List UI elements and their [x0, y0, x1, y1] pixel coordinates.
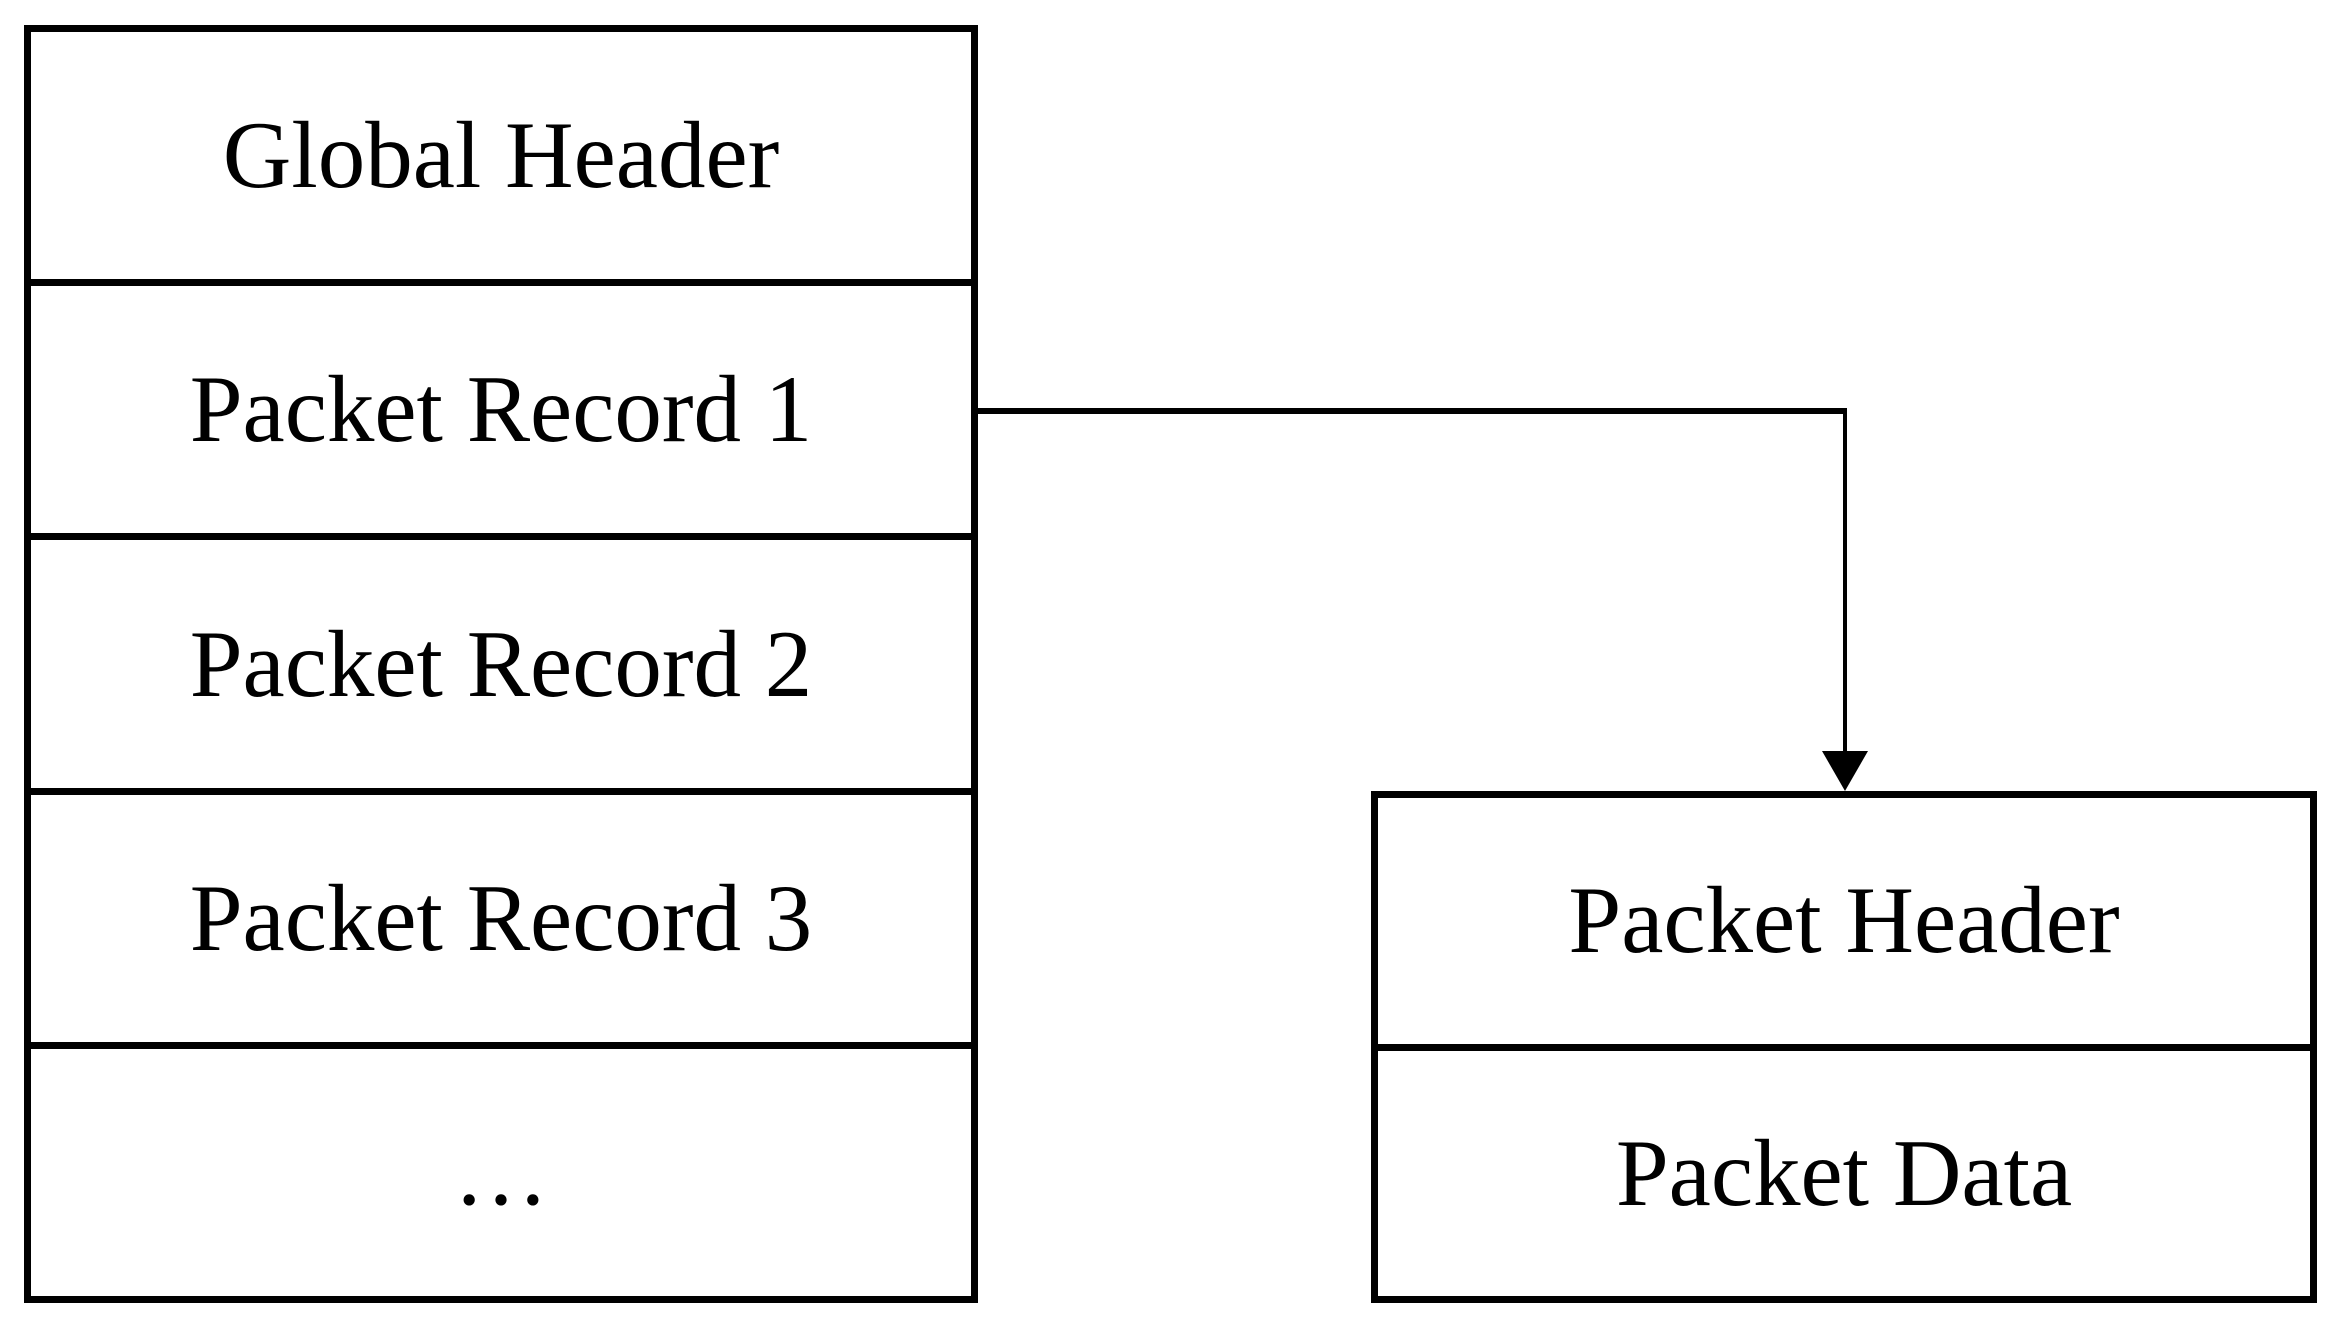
row-packet-header: Packet Header	[1378, 798, 2310, 1044]
row-global-header: Global Header	[31, 32, 971, 279]
row-label: Packet Header	[1568, 867, 2120, 974]
row-label: Global Header	[222, 102, 780, 209]
row-label: Packet Record 1	[189, 356, 813, 463]
row-packet-data: Packet Data	[1378, 1043, 2310, 1297]
row-label: …	[453, 1118, 549, 1225]
row-label: Packet Record 3	[189, 864, 813, 971]
packet-record-box: Packet Header Packet Data	[1371, 791, 2317, 1303]
row-packet-record-3: Packet Record 3	[31, 787, 971, 1042]
row-label: Packet Record 2	[189, 610, 813, 717]
row-packet-record-2: Packet Record 2	[31, 533, 971, 787]
arrowhead-icon	[1822, 751, 1868, 791]
file-structure-box: Global Header Packet Record 1 Packet Rec…	[24, 25, 978, 1303]
row-ellipsis: …	[31, 1041, 971, 1296]
row-label: Packet Data	[1615, 1119, 2073, 1226]
row-packet-record-1: Packet Record 1	[31, 279, 971, 533]
